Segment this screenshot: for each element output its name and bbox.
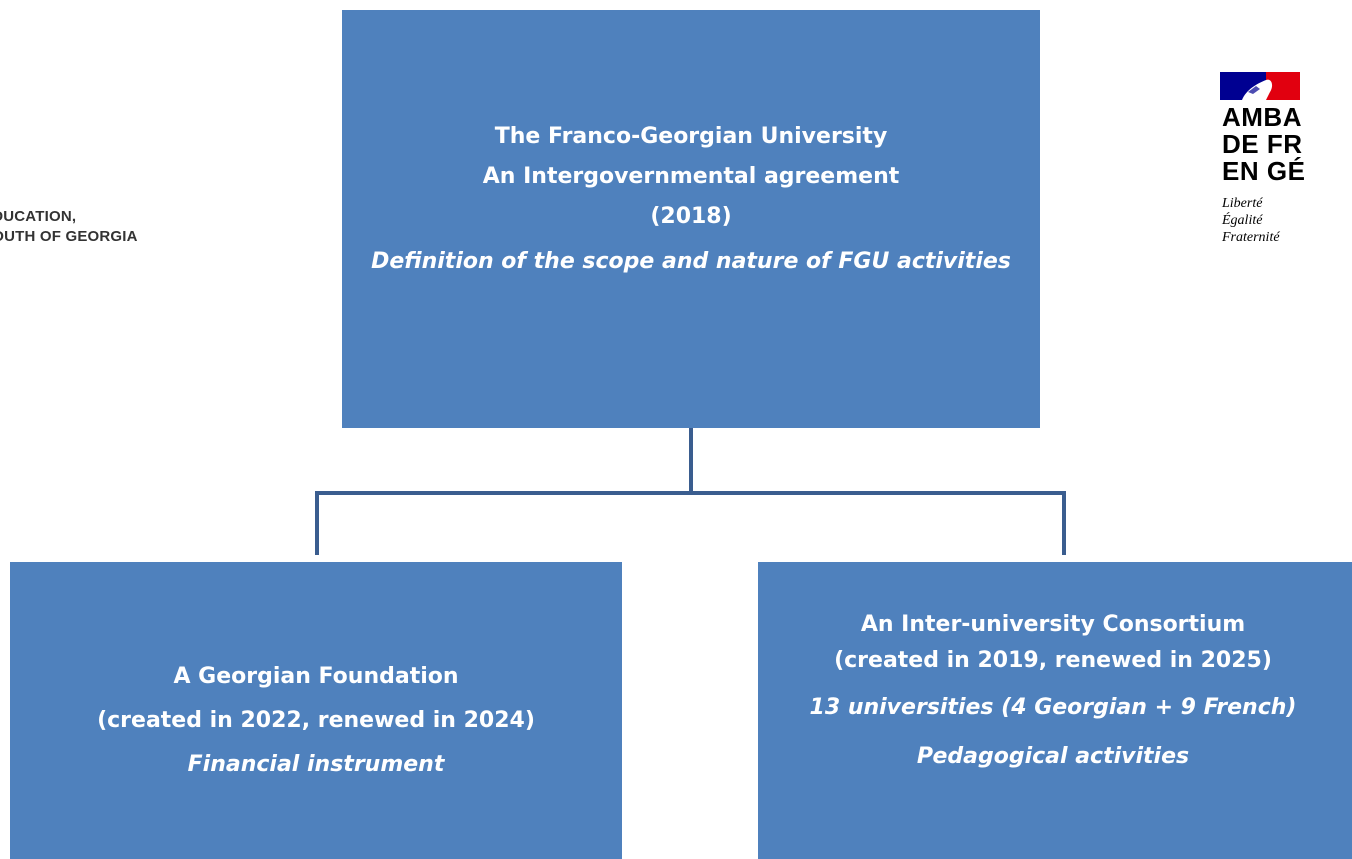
consortium-role: Pedagogical activities	[916, 743, 1190, 769]
fgu-agreement-box: The Franco-Georgian University An Interg…	[342, 10, 1040, 428]
connector-horizontal	[315, 491, 1066, 495]
embassy-name: AMBA DE FR EN GÉ	[1222, 104, 1305, 185]
republic-motto: Liberté Égalité Fraternité	[1222, 195, 1280, 246]
embassy-name-line-1: AMBA	[1222, 102, 1302, 132]
motto-fraternite: Fraternité	[1222, 230, 1280, 245]
ministry-logo-line-1: EDUCATION,	[0, 208, 77, 225]
ministry-logo-text: EDUCATION, YOUTH OF GEORGIA	[0, 207, 138, 247]
ministry-logo-line-2: YOUTH OF GEORGIA	[0, 228, 138, 245]
connector-vertical-top	[689, 428, 693, 493]
french-embassy-logo: AMBA DE FR EN GÉ Liberté Égalité Fratern…	[1220, 72, 1352, 352]
embassy-name-line-3: EN GÉ	[1222, 156, 1306, 186]
fgu-title: The Franco-Georgian University	[494, 123, 888, 149]
connector-left-drop	[315, 491, 319, 555]
embassy-name-line-2: DE FR	[1222, 129, 1303, 159]
consortium-box: An Inter-university Consortium (created …	[758, 562, 1352, 859]
agreement-year: (2018)	[650, 203, 732, 229]
georgian-foundation-box: A Georgian Foundation (created in 2022, …	[10, 562, 622, 859]
foundation-dates: (created in 2022, renewed in 2024)	[97, 707, 535, 733]
consortium-dates: (created in 2019, renewed in 2025)	[834, 647, 1272, 673]
consortium-title: An Inter-university Consortium	[860, 611, 1246, 637]
agreement-scope: Definition of the scope and nature of FG…	[371, 248, 1011, 274]
motto-liberte: Liberté	[1222, 196, 1263, 211]
connector-right-drop	[1062, 491, 1066, 555]
consortium-members: 13 universities (4 Georgian + 9 French)	[809, 694, 1297, 720]
agreement-label: An Intergovernmental agreement	[482, 163, 900, 189]
foundation-role: Financial instrument	[187, 751, 445, 777]
foundation-title: A Georgian Foundation	[173, 663, 459, 689]
motto-egalite: Égalité	[1222, 213, 1263, 228]
marianne-flag-icon	[1220, 72, 1300, 100]
